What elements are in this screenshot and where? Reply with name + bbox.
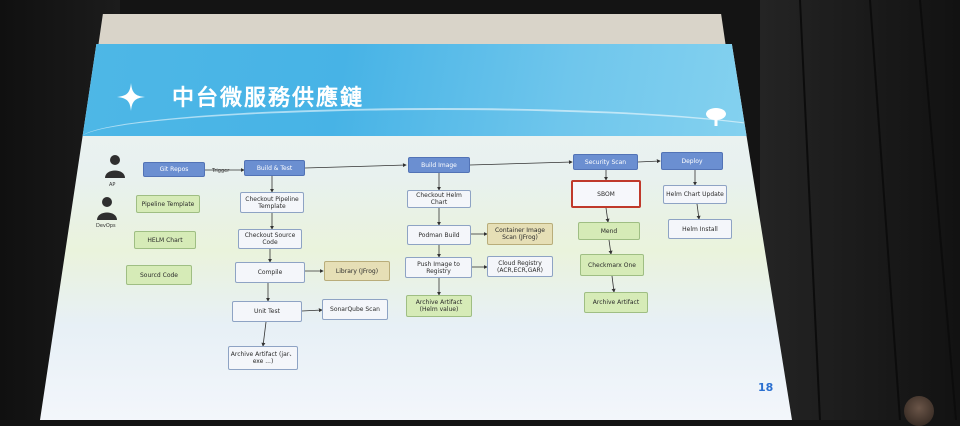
audience-head bbox=[904, 396, 934, 426]
helm-chart-box: HELM Chart bbox=[134, 231, 196, 249]
cloud-registry-box: Cloud Registry (ACR,ECR,GAR) bbox=[487, 256, 553, 277]
archive-artifact-jar-box: Archive Artifact (jar、exe ...) bbox=[228, 346, 298, 370]
compile-box: Compile bbox=[235, 262, 305, 283]
build-image-stage: Build Image bbox=[408, 157, 470, 173]
helm-chart-update-box: Helm Chart Update bbox=[663, 185, 727, 204]
checkout-source-code-box: Checkout Source Code bbox=[238, 229, 302, 249]
sonarqube-scan-box: SonarQube Scan bbox=[322, 299, 388, 320]
tree-icon bbox=[706, 108, 726, 126]
banner-curve bbox=[80, 108, 792, 170]
mend-box: Mend bbox=[578, 222, 640, 240]
room-wall-right bbox=[760, 0, 960, 420]
git-repos-stage: Git Repos bbox=[143, 162, 205, 177]
deploy-stage: Deploy bbox=[661, 152, 723, 170]
checkout-pipeline-template-box: Checkout Pipeline Template bbox=[240, 192, 304, 213]
podman-build-box: Podman Build bbox=[407, 225, 471, 245]
trigger-label: Trigger bbox=[212, 168, 230, 174]
container-image-scan-box: Container Image Scan (JFrog) bbox=[487, 223, 553, 245]
ap-label: AP bbox=[109, 182, 116, 188]
devops-label: DevOps bbox=[96, 223, 116, 229]
build-test-stage: Build & Test bbox=[244, 160, 305, 176]
checkout-helm-chart-box: Checkout Helm Chart bbox=[407, 190, 471, 208]
helm-install-box: Helm Install bbox=[668, 219, 732, 239]
unit-test-box: Unit Test bbox=[232, 301, 302, 322]
acoustic-panel-lines bbox=[799, 0, 957, 420]
sbom-box: SBOM bbox=[571, 180, 641, 208]
source-code-box: Sourcd Code bbox=[126, 265, 192, 285]
ap-user-icon bbox=[105, 155, 125, 178]
pipeline-template-box: Pipeline Template bbox=[136, 195, 200, 213]
page-number: 18 bbox=[758, 381, 774, 394]
library-jfrog-box: Library (JFrog) bbox=[324, 261, 390, 281]
archive-artifact-security-box: Archive Artifact bbox=[584, 292, 648, 313]
security-scan-stage: Security Scan bbox=[573, 154, 638, 170]
devops-user-icon bbox=[97, 197, 117, 220]
slide-title: 中台微服務供應鏈 bbox=[172, 86, 365, 111]
push-image-registry-box: Push Image to Registry bbox=[405, 257, 472, 278]
checkmarx-one-box: Checkmarx One bbox=[580, 254, 644, 276]
archive-artifact-helm-box: Archive Artifact (Helm value) bbox=[406, 295, 472, 317]
sparkle-icon bbox=[117, 83, 145, 111]
